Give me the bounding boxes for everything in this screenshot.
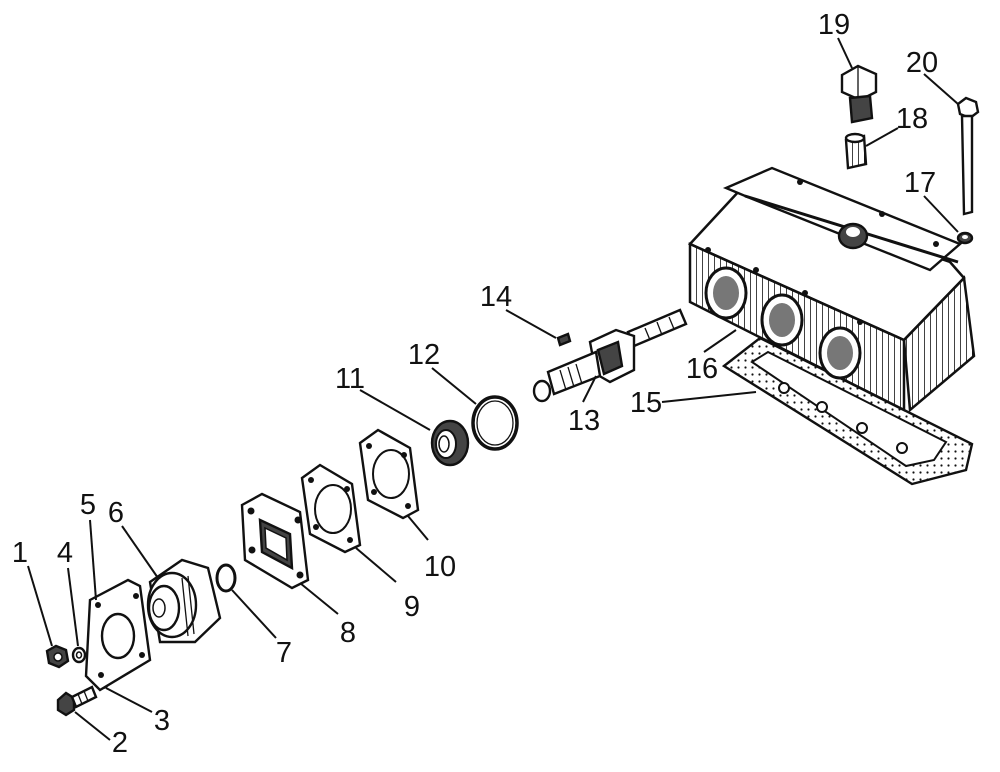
callout-10: 10 [424,551,456,583]
part-9-gasket [300,463,362,554]
part-12-o-ring [471,395,519,451]
leader-12 [431,367,477,405]
leader-17 [923,195,959,233]
callout-18: 18 [896,103,928,135]
leader-16 [703,329,737,353]
callout-19: 19 [818,9,850,41]
leader-20 [923,73,959,105]
part-5-flange-plate [84,578,152,692]
leader-6 [121,525,159,579]
callout-labels: 1 2 3 4 5 6 7 8 9 10 11 12 13 14 15 16 1… [12,9,938,759]
leader-4 [67,567,79,647]
leader-14 [505,309,557,339]
callout-2: 2 [112,727,128,759]
leader-11 [359,389,431,431]
leader-3 [105,687,153,713]
callout-12: 12 [408,339,440,371]
leader-13 [582,375,597,403]
part-10-gasket [358,428,420,520]
leader-9 [355,547,397,583]
part-18-nut [844,132,868,170]
leader-7 [231,589,277,639]
part-14-key [556,332,572,347]
callout-17: 17 [904,167,936,199]
part-17-washer [956,231,974,245]
callout-13: 13 [568,405,600,437]
callout-8: 8 [340,617,356,649]
callout-5: 5 [80,489,96,521]
part-1-nut [45,644,70,669]
leader-8 [299,582,339,615]
callout-1: 1 [12,537,28,569]
part-7-o-ring [215,563,237,593]
callout-4: 4 [57,537,73,569]
leader-10 [407,515,429,541]
callout-3: 3 [154,705,170,737]
part-11-seal [430,419,470,467]
part-6-end-cover [146,558,222,644]
leader-15 [661,391,757,403]
part-2-bolt [56,685,98,717]
leader-lines [27,37,959,741]
part-16-cylinder-head [687,166,976,413]
leader-5 [89,519,97,601]
callout-9: 9 [404,591,420,623]
part-19-bolt [840,64,878,124]
callout-7: 7 [276,637,292,669]
callout-6: 6 [108,497,124,529]
part-4-washer [71,646,87,664]
part-8-housing-plate [240,492,310,590]
part-20-long-bolt [956,96,980,216]
leader-1 [27,565,53,647]
leader-2 [74,711,111,741]
callout-11: 11 [335,363,365,395]
leader-19 [837,37,853,69]
part-15-gasket [721,336,974,486]
callout-15: 15 [630,387,662,419]
part-13-shaft [532,308,688,403]
callout-16: 16 [686,353,718,385]
leader-18 [865,127,899,147]
callout-20: 20 [906,47,938,79]
callout-14: 14 [480,281,512,313]
